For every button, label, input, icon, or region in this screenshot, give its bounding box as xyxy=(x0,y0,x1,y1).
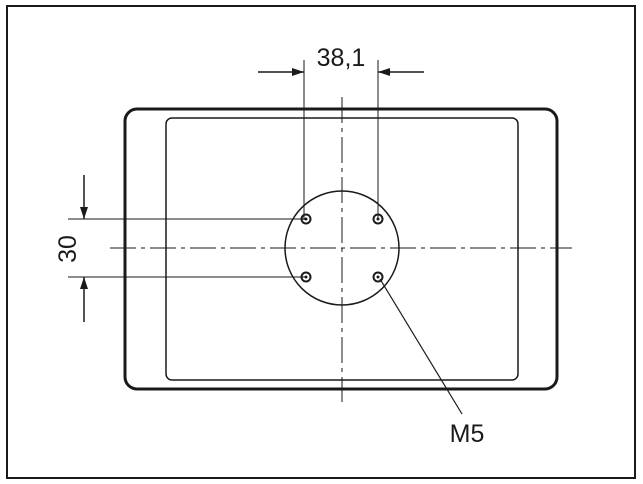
vertical-dimension-label: 30 xyxy=(54,235,82,263)
mounting-hole-top-right xyxy=(372,213,384,225)
hole-leader-line xyxy=(379,278,463,415)
mounting-hole-top-left xyxy=(300,213,312,225)
mounting-circle xyxy=(284,190,400,306)
hole-callout-label: M5 xyxy=(450,420,485,448)
mounting-hole-bottom-left xyxy=(300,271,312,283)
device-outer-outline xyxy=(123,107,559,391)
mounting-hole-bottom-right xyxy=(372,271,384,283)
horizontal-dimension-label: 38,1 xyxy=(317,44,366,72)
drawing-frame xyxy=(6,5,636,479)
